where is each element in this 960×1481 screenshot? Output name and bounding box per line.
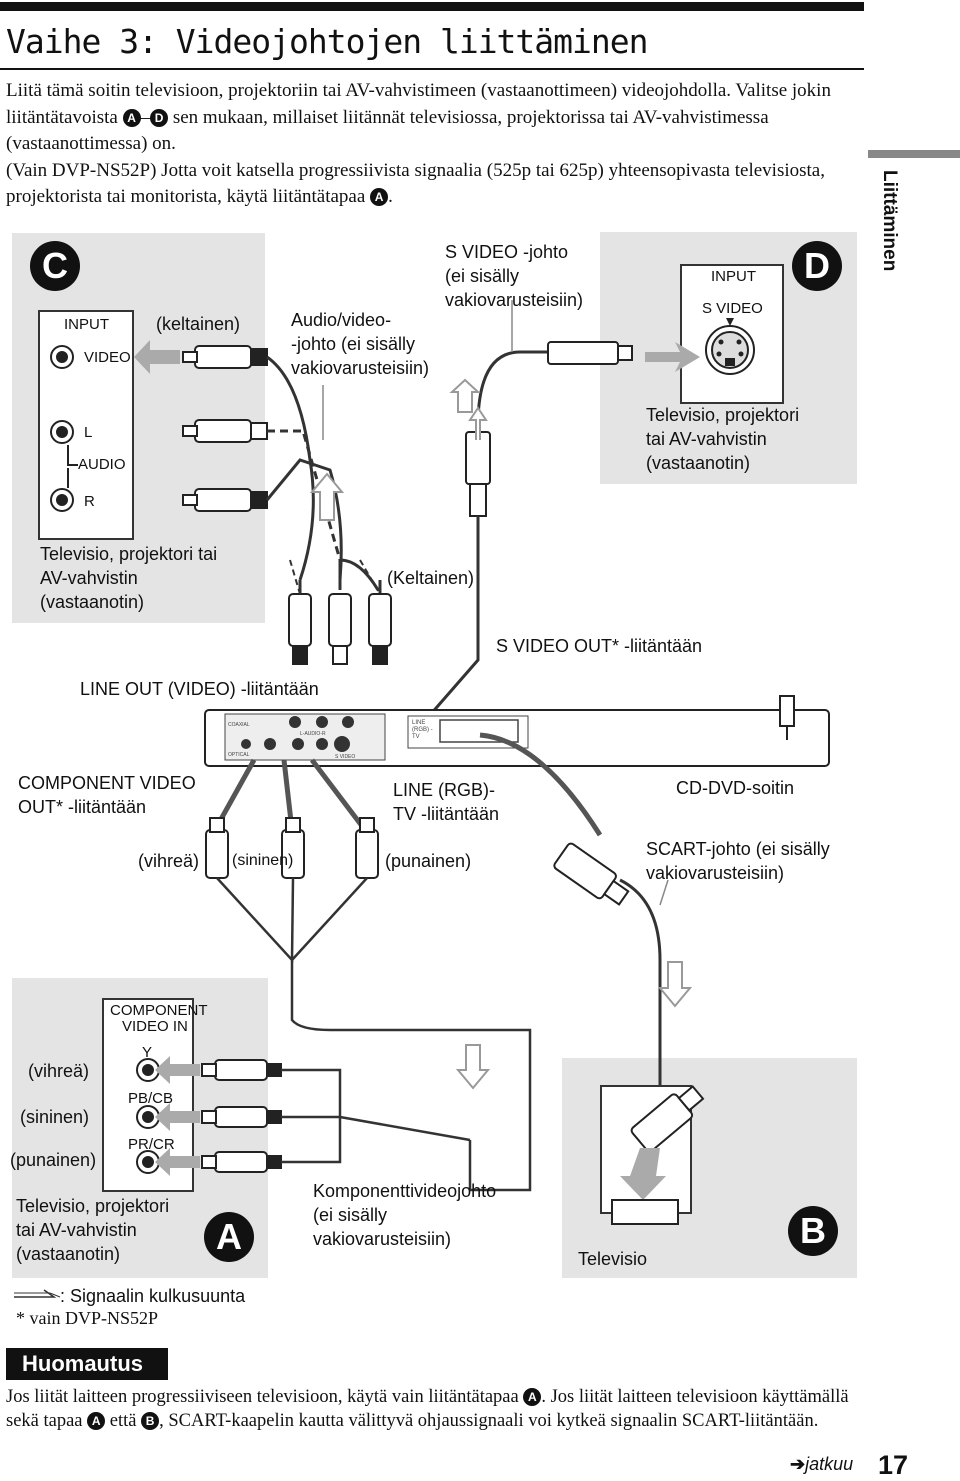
marker-b-icon: B	[141, 1412, 160, 1430]
note-t3: että	[105, 1411, 142, 1431]
c-video-label: VIDEO	[84, 349, 131, 366]
a-header-line2: VIDEO IN	[122, 1018, 188, 1035]
c-audio-label: AUDIO	[78, 456, 126, 473]
marker-a-icon: A	[122, 108, 141, 127]
marker-a-icon: A	[523, 1388, 542, 1406]
panel-coaxial-label: COAXIAL	[228, 722, 250, 728]
marker-a-icon: A	[87, 1412, 106, 1430]
component-cable-line3: vakiovarusteisiin)	[313, 1229, 452, 1249]
panel-optical-label: OPTICAL	[228, 752, 250, 758]
d-device-line2: tai AV-vahvistin	[646, 429, 767, 449]
footnote: * vain DVP-NS52P	[16, 1308, 159, 1328]
marker-c-large: C	[30, 241, 80, 291]
c-device-line1: Televisio, projektori tai	[40, 544, 218, 564]
note-text: Jos liität laitteen progressiiviseen tel…	[6, 1385, 856, 1433]
marker-d-icon: D	[150, 108, 169, 127]
continue-link[interactable]: ➔jatkuu	[790, 1454, 853, 1475]
panel-line-rgb-label: LINE (RGB) - TV	[412, 720, 433, 740]
line-out-video-label: LINE OUT (VIDEO) -liitäntään	[80, 679, 319, 699]
side-tab-bar	[868, 150, 960, 158]
continue-label: jatkuu	[805, 1454, 854, 1474]
av-cable-line2: -johto (ei sisälly	[291, 334, 416, 354]
panel-svideo-label: S VIDEO	[335, 754, 356, 760]
component-out-line2: OUT* -liitäntään	[18, 797, 147, 817]
panel-audio-label: L-AUDIO-R	[300, 731, 326, 737]
component-out-line1: COMPONENT VIDEO	[18, 773, 196, 793]
marker-b-large: B	[788, 1206, 838, 1256]
component-cable-line1: Komponenttivideojohto	[313, 1181, 497, 1201]
legend-label: : Signaalin kulkusuunta	[60, 1286, 246, 1306]
yellow-cap-label: (Keltainen)	[387, 568, 475, 588]
b-device-label: Televisio	[578, 1249, 648, 1269]
d-input-label: INPUT	[711, 268, 756, 285]
side-tab-label: Liittäminen	[879, 170, 900, 272]
a-pr-label: PR/CR	[128, 1136, 175, 1153]
c-input-label: INPUT	[64, 316, 109, 333]
note-title: Huomautus	[6, 1348, 168, 1380]
av-cable-line3: vakiovarusteisiin)	[291, 358, 430, 378]
marker-a-icon: A	[370, 188, 389, 206]
c-r-label: R	[84, 493, 95, 510]
a-y-label: Y	[142, 1044, 153, 1061]
a-blue-label: (sininen)	[20, 1107, 90, 1127]
scart-cable-line2: vakiovarusteisiin)	[646, 863, 785, 883]
svideo-out-label: S VIDEO OUT* -liitäntään	[496, 636, 703, 656]
red-plug-label: (punainen)	[385, 851, 472, 871]
scart-cable-line1: SCART-johto (ei sisälly	[646, 839, 830, 859]
a-device-line2: tai AV-vahvistin	[16, 1220, 137, 1240]
a-device-line3: (vastaanotin)	[16, 1244, 121, 1264]
d-device-line1: Televisio, projektori	[646, 405, 800, 425]
c-device-line3: (vastaanotin)	[40, 592, 145, 612]
top-rule	[0, 2, 864, 11]
component-cable-line2: (ei sisälly	[313, 1205, 388, 1225]
line-rgb-tv-line1: LINE (RGB)-	[393, 780, 496, 800]
intro-p2-b: .	[388, 186, 393, 207]
cd-dvd-label: CD-DVD-soitin	[676, 778, 795, 798]
marker-d-large: D	[792, 241, 842, 291]
a-device-line1: Televisio, projektori	[16, 1196, 170, 1216]
d-device-line3: (vastaanotin)	[646, 453, 751, 473]
c-yellow-label: (keltainen)	[156, 314, 241, 334]
intro-p2-a: (Vain DVP-NS52P) Jotta voit katsella pro…	[6, 159, 825, 208]
blue-plug-label: (sininen)	[232, 852, 294, 869]
page-number: 17	[878, 1450, 909, 1480]
a-green-label: (vihreä)	[28, 1061, 90, 1081]
svideo-cable-line3: vakiovarusteisiin)	[445, 290, 584, 310]
green-plug-label: (vihreä)	[138, 851, 200, 871]
title-rule	[0, 68, 864, 70]
intro-p1-c: sen mukaan, millaiset liitännät televisi…	[6, 106, 769, 155]
note-t1: Jos liität laitteen progressiiviseen tel…	[6, 1387, 524, 1407]
intro-p1-a: Liitä tämä soitin televisioon, projektor…	[6, 80, 831, 128]
av-cable-line1: Audio/video-	[291, 310, 392, 330]
a-header-line1: COMPONENT	[110, 1002, 208, 1019]
arrow-right-icon: ➔	[790, 1454, 806, 1474]
svideo-cable-line1: S VIDEO -johto	[445, 242, 569, 262]
note-t2: . Jos liität laitteen televisioon käyttä…	[6, 1387, 849, 1431]
d-svideo-label: S VIDEO	[702, 300, 763, 317]
svideo-cable-line2: (ei sisälly	[445, 266, 520, 286]
line-rgb-tv-line2: TV -liitäntään	[393, 804, 500, 824]
page-title: Vaihe 3: Videojohtojen liittäminen	[6, 22, 649, 61]
c-l-label: L	[84, 424, 93, 441]
marker-a-large: A	[204, 1212, 254, 1262]
a-red-label: (punainen)	[10, 1150, 97, 1170]
a-pb-label: PB/CB	[128, 1090, 174, 1107]
c-device-line2: AV-vahvistin	[40, 568, 138, 588]
note-t4: , SCART-kaapelin kautta välittyvä ohjaus…	[159, 1411, 819, 1431]
intro-p1-b: –	[140, 106, 151, 128]
intro-text: Liitä tämä soitin televisioon, projektor…	[6, 78, 866, 211]
